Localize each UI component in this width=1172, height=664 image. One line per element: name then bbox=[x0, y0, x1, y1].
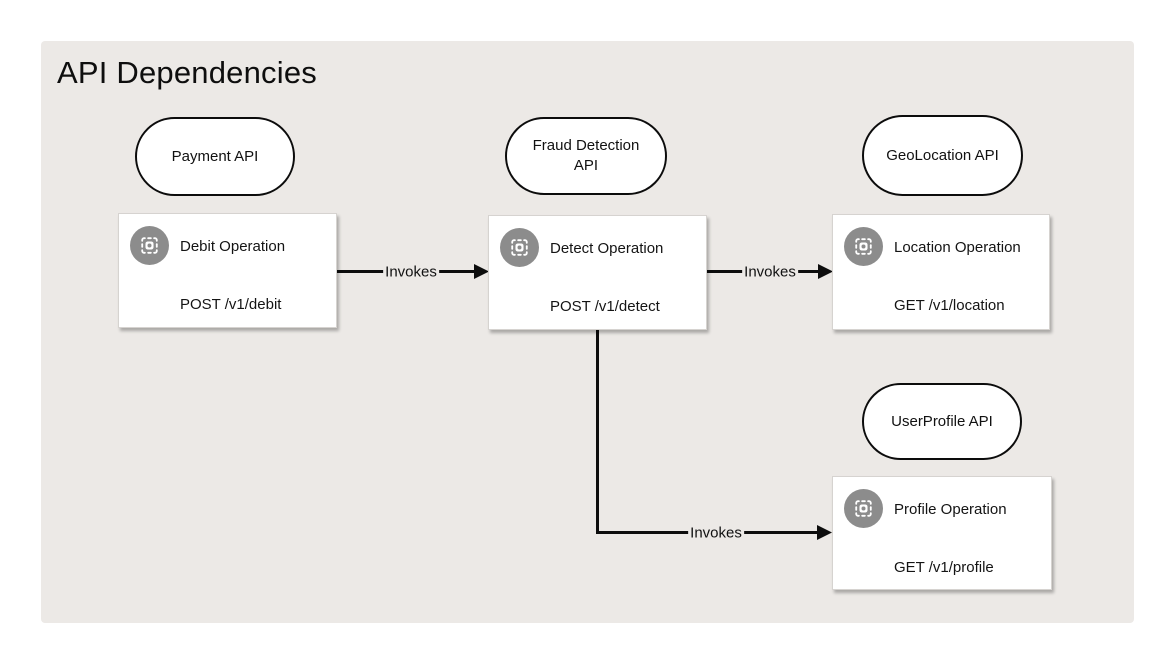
viewfinder-icon bbox=[130, 226, 169, 265]
operation-title: Detect Operation bbox=[550, 240, 664, 257]
operation-node-debit: Debit Operation POST /v1/debit bbox=[118, 213, 337, 328]
api-node-label: GeoLocation API bbox=[886, 146, 999, 164]
operation-endpoint: GET /v1/location bbox=[894, 297, 1005, 314]
api-node-label: Payment API bbox=[171, 147, 259, 165]
operation-node-detect: Detect Operation POST /v1/detect bbox=[488, 215, 707, 330]
edge-label-invokes: Invokes bbox=[742, 263, 798, 281]
operation-endpoint: POST /v1/debit bbox=[180, 296, 282, 313]
operation-node-location: Location Operation GET /v1/location bbox=[832, 214, 1050, 330]
viewfinder-icon bbox=[500, 228, 539, 267]
operation-title: Profile Operation bbox=[894, 501, 1007, 518]
operation-endpoint: GET /v1/profile bbox=[894, 559, 994, 576]
operation-title: Debit Operation bbox=[180, 238, 286, 255]
api-node-label: UserProfile API bbox=[891, 412, 993, 430]
diagram-title: API Dependencies bbox=[57, 55, 317, 90]
api-node-geolocation: GeoLocation API bbox=[862, 115, 1023, 196]
api-node-label: Fraud Detection API bbox=[532, 137, 640, 174]
api-node-fraud-detection: Fraud Detection API bbox=[505, 117, 667, 195]
operation-title: Location Operation bbox=[894, 239, 1021, 256]
api-node-payment: Payment API bbox=[135, 117, 295, 196]
operation-node-profile: Profile Operation GET /v1/profile bbox=[832, 476, 1052, 590]
operation-endpoint: POST /v1/detect bbox=[550, 298, 660, 315]
edge-label-invokes: Invokes bbox=[383, 263, 439, 281]
viewfinder-icon bbox=[844, 489, 883, 528]
viewfinder-icon bbox=[844, 227, 883, 266]
edge-label-invokes: Invokes bbox=[688, 524, 744, 542]
api-node-userprofile: UserProfile API bbox=[862, 383, 1022, 460]
